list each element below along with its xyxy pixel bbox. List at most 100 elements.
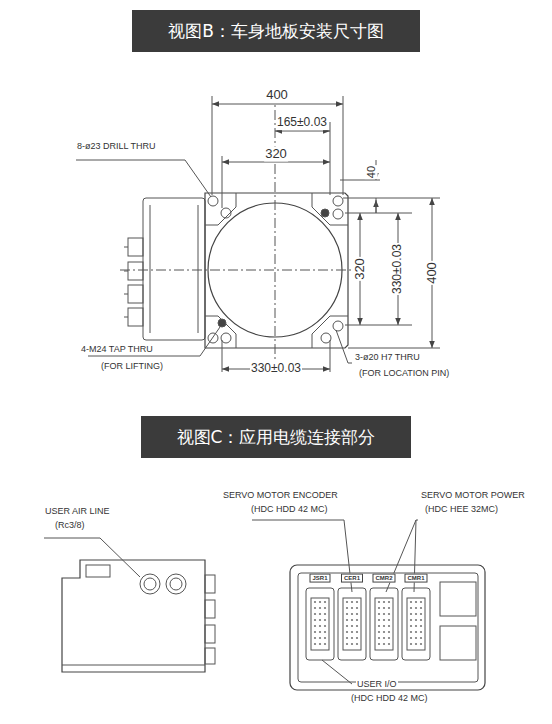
pin-dot [410,607,412,609]
pin-dot [415,625,417,627]
header-bar: 视图C：应用电缆连接部分 [141,416,412,458]
pin-dot [378,607,380,609]
pin-dot [319,625,321,627]
pin-dot [410,619,412,621]
pin-dot [410,613,412,615]
view-b-drawing [76,92,440,372]
pin-dot [324,601,326,603]
pin-dot [410,601,412,603]
connector-tag: CER1 [341,574,363,583]
pin-dot [346,631,348,633]
pin-dot [351,637,353,639]
pin-dot [383,607,385,609]
pin-dot [324,625,326,627]
pin-dot [415,643,417,645]
pin-dot [314,619,316,621]
pin-dot [388,607,390,609]
pin-dot [415,631,417,633]
pin-dot [383,619,385,621]
pin-dot [420,601,422,603]
pin-dot [319,607,321,609]
pin-dot [314,607,316,609]
pin-dot [388,619,390,621]
pin-dot [356,631,358,633]
pin-dot [388,625,390,627]
pin-dot [314,601,316,603]
pin-dot [378,619,380,621]
pin-dot [346,625,348,627]
callout-note: USER I/O [356,679,398,689]
pin-dot [314,631,316,633]
pin-dot [346,643,348,645]
dimension-value: 165±0.03 [276,116,328,130]
pin-dot [420,631,422,633]
pin-dot [383,631,385,633]
pin-dot [324,637,326,639]
pin-dot [420,637,422,639]
callout-note: SERVO MOTOR ENCODER [222,490,339,500]
pin-dot [383,613,385,615]
pin-dot [324,619,326,621]
dimension-value: 40 [365,165,378,179]
pin-dot [319,601,321,603]
pin-dot [346,637,348,639]
pin-dot [378,631,380,633]
pin-dot [356,625,358,627]
pin-dot [324,607,326,609]
pin-dot [410,625,412,627]
pin-dot [351,631,353,633]
connector-tag: CMR1 [404,574,427,583]
dimension-value: 400 [425,261,440,285]
pin-dot [319,631,321,633]
callout-note: (HDC HDD 42 MC) [350,693,429,703]
dimension-value: 330±0.03 [391,243,405,295]
pin-dot [410,631,412,633]
pin-dot [383,625,385,627]
callout-note: SERVO MOTOR POWER [420,490,526,500]
pin-dot [420,613,422,615]
pin-dot [383,643,385,645]
pin-dot [378,643,380,645]
pin-dot [356,613,358,615]
callout-note: 4-M24 TAP THRU [80,344,154,354]
callout-note: 3-ø20 H7 THRU [354,352,421,362]
dimension-value: 330±0.03 [250,362,302,376]
pin-dot [378,601,380,603]
pin-dot [388,613,390,615]
pin-dot [415,607,417,609]
pin-dot [388,601,390,603]
pin-dot [319,637,321,639]
callout-note: (Rc3/8) [54,520,86,530]
pin-dot [346,619,348,621]
pin-dot [351,607,353,609]
pin-dot [378,625,380,627]
header-text: 视图C：应用电缆连接部分 [177,426,376,449]
pin-dot [319,613,321,615]
callout-note: (HDC HEE 32MC) [424,504,499,514]
pin-dot [314,643,316,645]
callout-note: 8-ø23 DRILL THRU [76,141,157,151]
pin-dot [319,619,321,621]
pin-dot [410,643,412,645]
pin-dot [420,607,422,609]
pin-dot [415,601,417,603]
pin-dot [351,619,353,621]
connector-tag: CMR2 [372,574,395,583]
pin-dot [346,601,348,603]
callout-note: USER AIR LINE [44,506,111,516]
pin-dot [314,637,316,639]
header-text: 视图B：车身地板安装尺寸图 [168,20,384,43]
pin-dot [324,631,326,633]
dimension-value: 320 [353,257,368,281]
pin-dot [324,643,326,645]
pin-dot [356,619,358,621]
callout-note: (HDC HDD 42 MC) [250,504,329,514]
pin-dot [314,613,316,615]
pin-dot [351,601,353,603]
pin-dot [410,637,412,639]
pin-dot [388,631,390,633]
pin-dot [415,637,417,639]
pin-dot [351,625,353,627]
pin-dot [356,637,358,639]
pin-dot [415,619,417,621]
